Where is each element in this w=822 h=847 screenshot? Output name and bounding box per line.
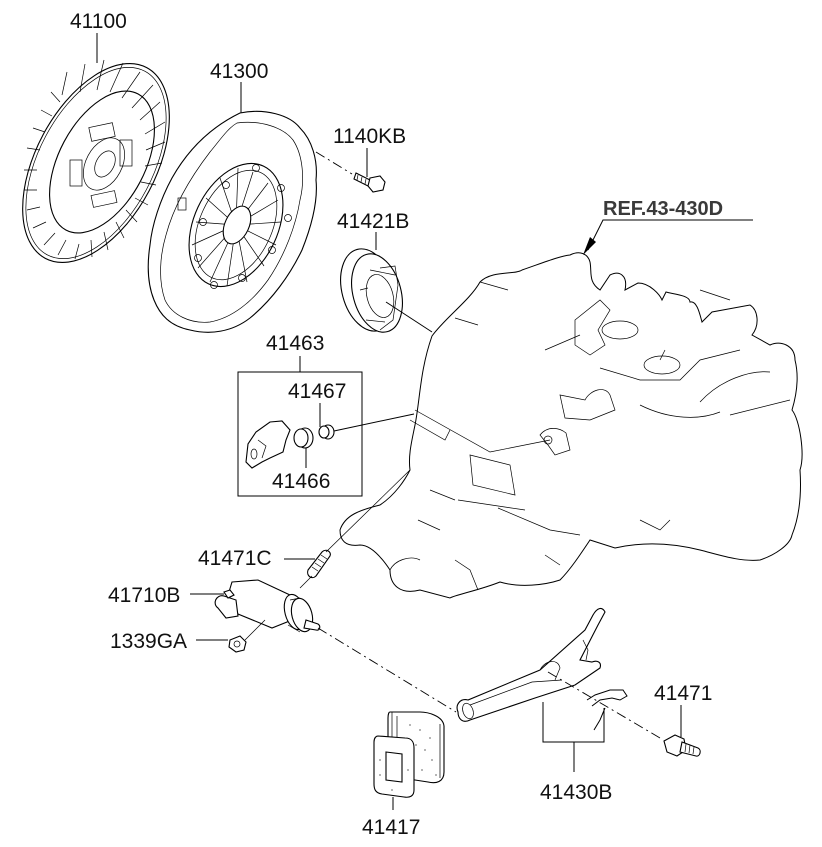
part-41300[interactable]: 41300 xyxy=(147,60,317,333)
part-41100[interactable]: 41100 xyxy=(0,10,200,287)
part-number-41710B[interactable]: 41710B xyxy=(108,584,180,607)
part-number-41300[interactable]: 41300 xyxy=(210,60,268,83)
part-1140KB[interactable]: 1140KB xyxy=(333,125,406,193)
part-41417[interactable]: 41417 xyxy=(362,711,445,839)
part-number-41471C[interactable]: 41471C xyxy=(198,547,272,570)
part-number-41466[interactable]: 41466 xyxy=(272,470,330,493)
part-41463[interactable]: 41463 xyxy=(237,332,363,497)
reference-callout[interactable]: REF.43-430D xyxy=(583,198,753,255)
reference-label[interactable]: REF.43-430D xyxy=(603,198,723,220)
arrow-head-icon xyxy=(583,237,596,255)
leader-dash-cylinder-fork xyxy=(317,627,457,713)
foam-texture xyxy=(379,724,437,791)
part-41471[interactable]: 41471 xyxy=(654,682,712,757)
part-number-41430B[interactable]: 41430B xyxy=(540,781,612,804)
part-41471C[interactable]: 41471C xyxy=(198,469,411,589)
diaphragm-fingers xyxy=(191,167,282,287)
part-1339GA[interactable]: 1339GA xyxy=(110,619,266,653)
part-number-1339GA[interactable]: 1339GA xyxy=(110,630,187,653)
part-number-41471[interactable]: 41471 xyxy=(654,682,712,705)
part-41466[interactable]: 41466 xyxy=(272,427,330,493)
transmission-housing xyxy=(339,252,803,599)
leader-dash-cover-bolt xyxy=(315,151,353,175)
part-number-41100[interactable]: 41100 xyxy=(70,10,127,33)
part-number-41467[interactable]: 41467 xyxy=(288,380,346,403)
part-41467[interactable]: 41467 xyxy=(288,380,415,440)
part-number-41417[interactable]: 41417 xyxy=(362,816,420,839)
part-number-41463[interactable]: 41463 xyxy=(266,332,324,355)
part-number-41421B[interactable]: 41421B xyxy=(337,210,409,233)
friction-segments xyxy=(24,59,166,260)
part-41710B[interactable]: 41710B xyxy=(108,579,321,634)
part-41421B[interactable]: 41421B xyxy=(332,210,433,338)
kit-box xyxy=(237,371,363,497)
part-number-1140KB[interactable]: 1140KB xyxy=(333,125,406,148)
part-41430B[interactable]: 41430B xyxy=(456,607,661,804)
pivot-bracket xyxy=(245,420,291,469)
